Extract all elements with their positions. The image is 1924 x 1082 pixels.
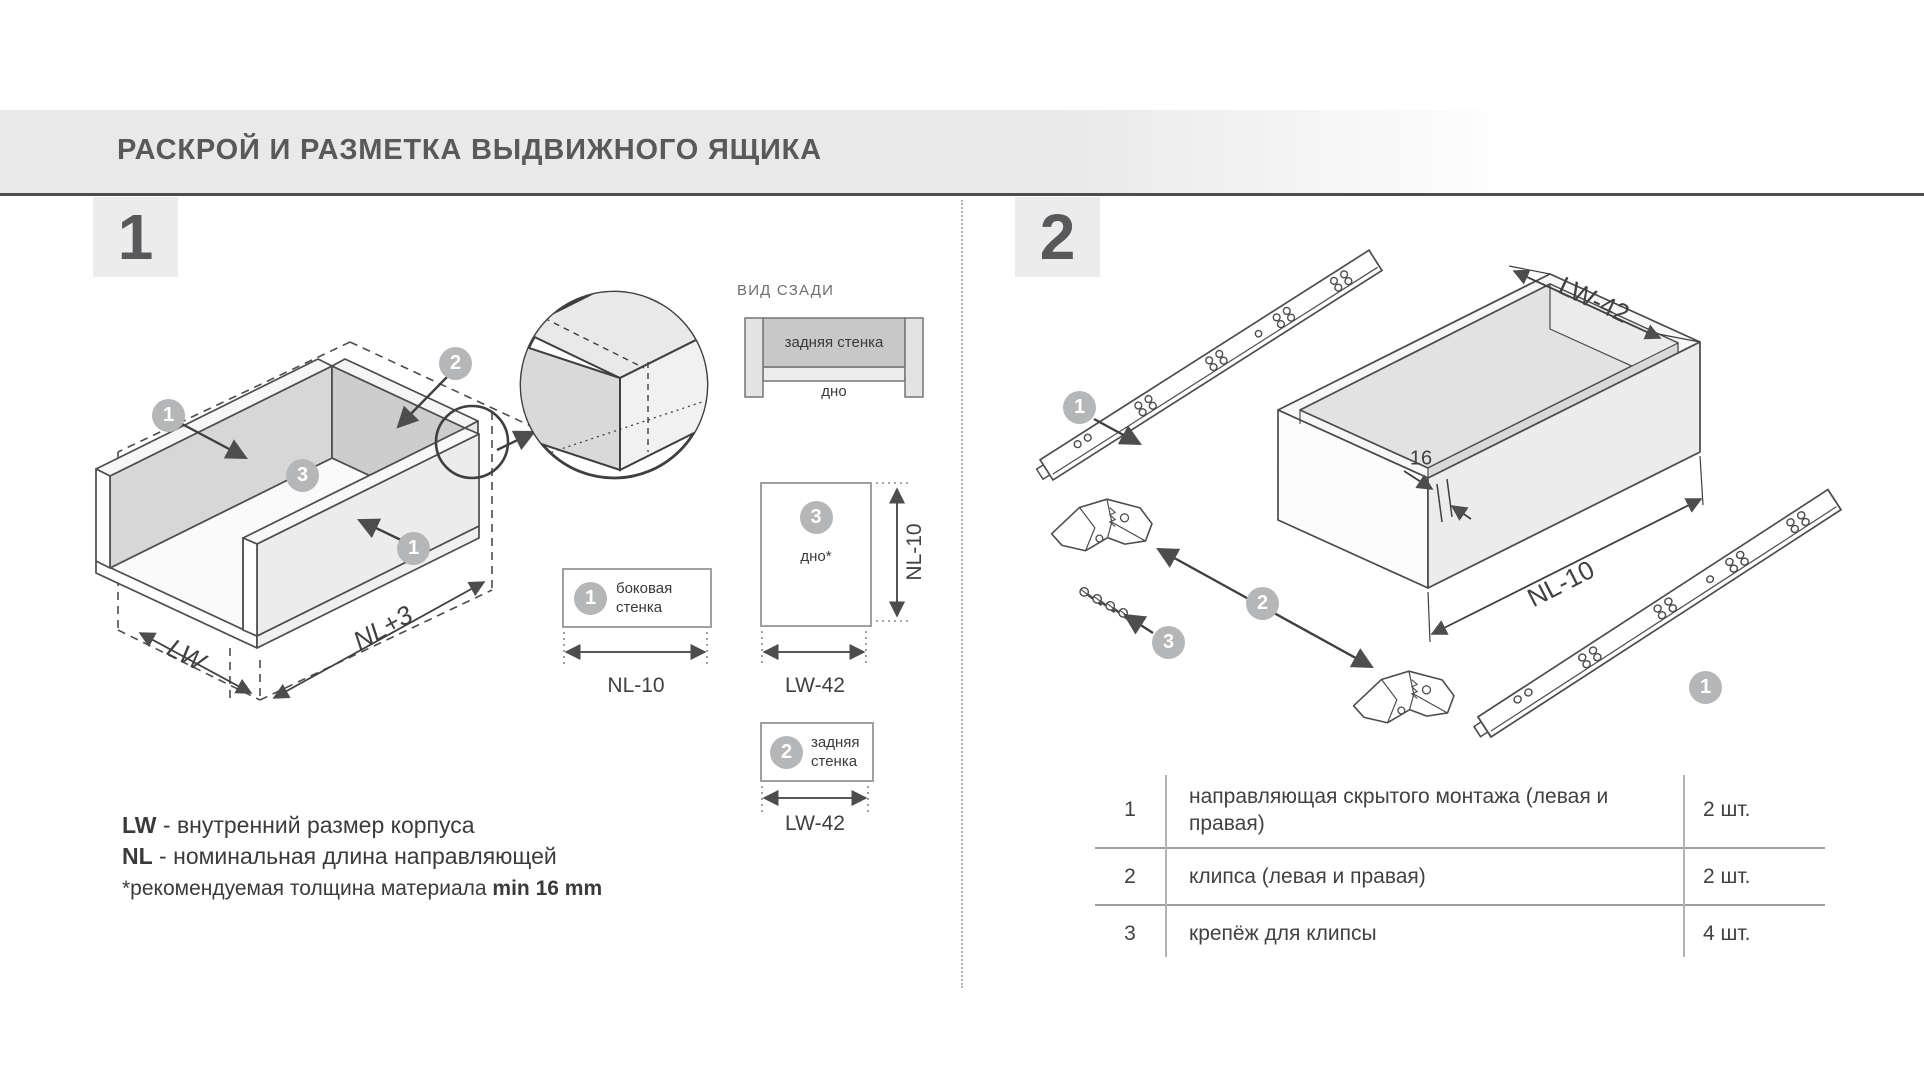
footnote-text: *рекомендуемая толщина материала (122, 877, 493, 900)
table-row-num: 1 (1124, 798, 1136, 821)
table-vline-1 (1165, 775, 1167, 957)
table-row-qty: 4 шт. (1703, 922, 1751, 945)
section-2-number: 2 (1039, 201, 1076, 273)
dim-back-wall-width: LW-42 (785, 812, 845, 835)
clip-left (1049, 491, 1156, 561)
callout-badge-back-wall: 2 (439, 347, 472, 380)
section-2-number-box: 2 (1015, 197, 1100, 277)
rear-view-drawing (744, 317, 924, 398)
dimensions-2 (1427, 265, 1704, 643)
legend-nl-term: NL (122, 843, 153, 869)
table-row-desc: направляющая скрытого монтажа (левая и п… (1189, 784, 1609, 835)
section-1-number-box: 1 (93, 197, 178, 277)
table-row: 3 крепёж для клипсы 4 шт. (1095, 904, 1825, 962)
part-box-bottom: 3 дно* (760, 482, 872, 627)
page-title: РАСКРОЙ И РАЗМЕТКА ВЫДВИЖНОГО ЯЩИКА (117, 134, 822, 166)
table-row-qty: 2 шт. (1703, 798, 1751, 821)
part-badge-bottom: 3 (799, 501, 833, 534)
section-1-number: 1 (117, 201, 154, 273)
dimensions-1 (138, 581, 486, 699)
part-label-back-wall: задняя стенка (811, 734, 860, 770)
callout-badge-side-wall: 1 (152, 399, 185, 432)
dim-bottom-height: NL-10 (903, 523, 926, 581)
dim-side-wall-width: NL-10 (607, 674, 665, 697)
table-row-qty: 2 шт. (1703, 864, 1751, 888)
legend-nl-desc: - номинальная длина направляющей (152, 843, 557, 869)
callout-badge-rail-left: 1 (1063, 391, 1096, 424)
callout-badge-side-wall-2: 1 (397, 532, 430, 565)
callout-arrows-1 (181, 376, 448, 542)
legend-lw: LW - внутренний размер корпуса (122, 812, 475, 839)
rear-view-title: ВИД СЗАДИ (737, 282, 835, 299)
legend-nl: NL - номинальная длина направляющей (122, 843, 557, 870)
drawer-box-2 (1277, 273, 1701, 589)
legend-lw-term: LW (122, 812, 157, 838)
part-badge-side-wall: 1 (574, 581, 607, 615)
table-row: 2 клипса (левая и правая) 2 шт. (1095, 847, 1825, 904)
table-row: 1 направляющая скрытого монтажа (левая и… (1095, 773, 1825, 847)
dimensions-mid (564, 487, 906, 807)
part-label-bottom: дно* (800, 548, 832, 565)
table-row-desc: клипса (левая и правая) (1189, 864, 1426, 888)
table-row-num: 3 (1124, 922, 1136, 945)
part-badge-back-wall: 2 (770, 735, 803, 769)
callout-badge-screws: 3 (1152, 626, 1185, 659)
footnote-bold: min 16 mm (492, 877, 603, 900)
section-divider (961, 200, 963, 988)
guides-mid (563, 482, 912, 812)
dim-bottom-width: LW-42 (785, 674, 845, 697)
part-label-side-wall: боковая стенка (616, 580, 673, 616)
table-row-desc: крепёж для клипсы (1189, 922, 1377, 946)
legend-lw-desc: - внутренний размер корпуса (156, 812, 475, 838)
legend-footnote: *рекомендуемая толщина материала min 16 … (122, 877, 602, 901)
part-box-side-wall: 1 боковая стенка (562, 568, 712, 628)
rear-view-back-wall-label: задняя стенка (784, 334, 884, 351)
dim-thickness-16: 16 (1409, 447, 1433, 470)
table-row-num: 2 (1124, 864, 1136, 888)
magnifier-detail (521, 292, 707, 472)
parts-table: 1 направляющая скрытого монтажа (левая и… (1095, 773, 1825, 959)
callout-badge-rail-right: 1 (1689, 671, 1722, 704)
clip-right (1351, 663, 1458, 733)
callout-badge-bottom: 3 (286, 459, 319, 492)
table-vline-2 (1683, 775, 1685, 957)
rear-view-bottom-label: дно (821, 383, 847, 400)
part-box-back-wall: 2 задняя стенка (760, 722, 874, 782)
callout-badge-clips: 2 (1246, 587, 1279, 620)
header-bar (0, 110, 1924, 196)
